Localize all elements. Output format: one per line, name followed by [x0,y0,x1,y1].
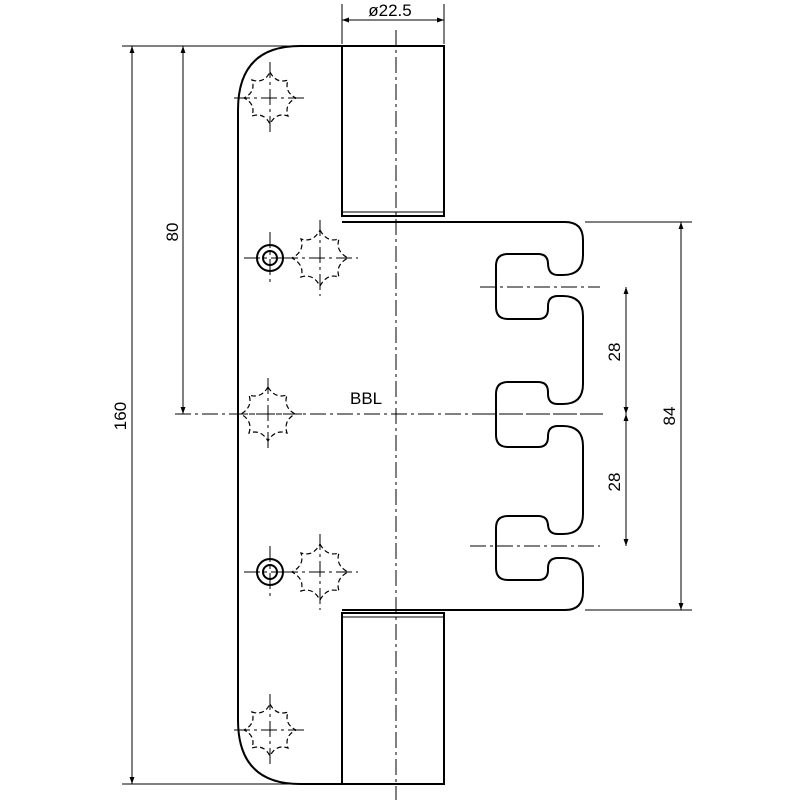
hinge-leaf [237,45,342,785]
bbl-label: BBL [350,389,382,408]
bolt-icon [244,232,296,284]
dim-label-upper-half: 80 [163,223,182,242]
dim-label-pin-diameter: ø22.5 [368,1,411,20]
dim-slot-pitch-lower: 28 [605,414,629,546]
torx-screw-icon [234,62,306,134]
dim-slot-pitch-upper: 28 [605,287,629,414]
dim-bracket-height: 84 [585,221,692,611]
dim-label-slot-pitch-lower: 28 [605,473,624,492]
torx-screw-icon [234,694,306,766]
frame-bracket [342,221,584,611]
dim-total-height: 160 [111,45,300,785]
dim-label-total-height: 160 [111,402,130,430]
torx-screw-icon [282,534,358,610]
torx-screw-icon [282,220,358,296]
torx-screw-icon [232,378,304,450]
lower-knuckle [341,612,445,785]
dim-label-slot-pitch-upper: 28 [605,343,624,362]
dim-pin-diameter: ø22.5 [341,1,445,44]
upper-knuckle [341,45,445,217]
bolt-icon [244,546,296,598]
dim-label-bracket-height: 84 [660,407,679,426]
dim-upper-half: 80 [163,46,186,414]
